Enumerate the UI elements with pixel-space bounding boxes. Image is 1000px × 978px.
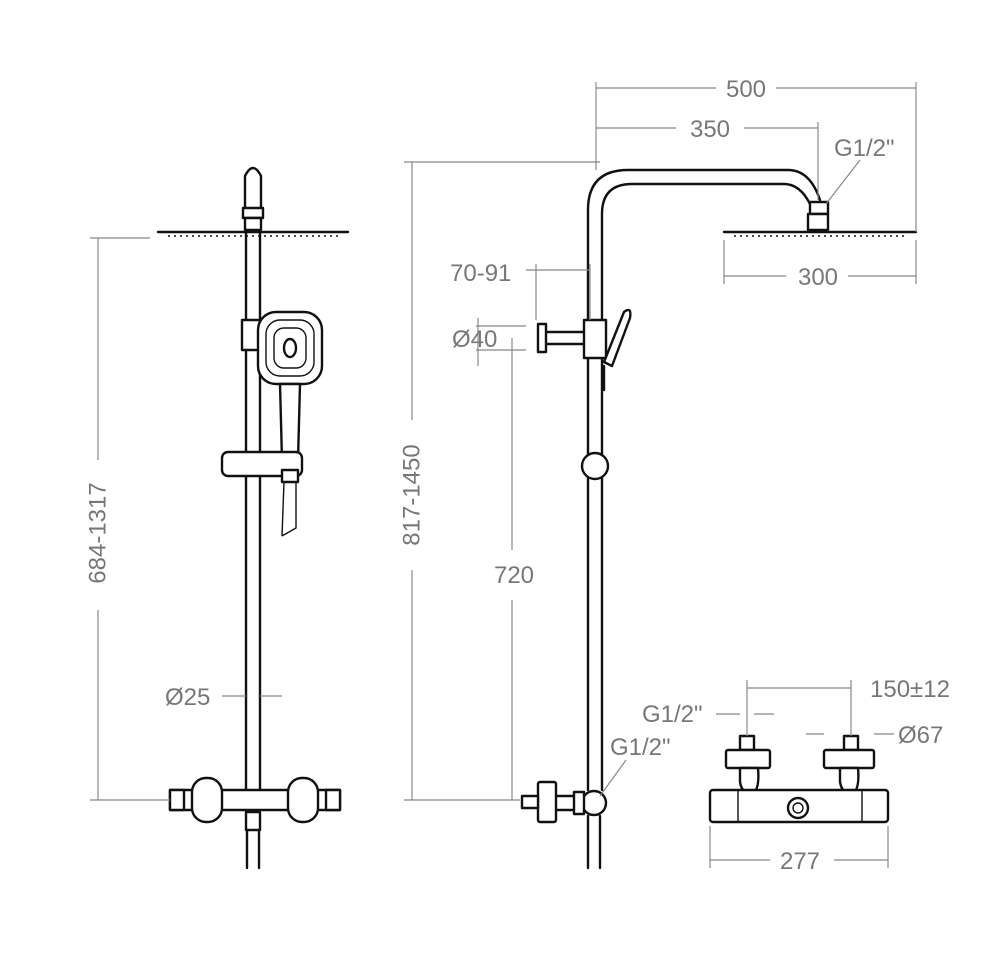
front-hand-shower-head [256,310,324,386]
side-mixer-knob [580,789,608,817]
front-mixer-end-left [168,788,186,812]
side-head-joint [806,212,830,232]
front-dim-diameter-label: Ø25 [165,684,210,711]
side-arm-outer [586,168,822,322]
front-hand-shower-ring2 [273,327,307,369]
side-dim-bracket-dia-label: Ø40 [452,326,497,353]
mixer-dim-length-label: 277 [780,848,820,875]
side-slider-knob [580,451,610,481]
side-mixer-outlet [572,790,586,816]
side-dim-350-label: 350 [690,116,730,143]
front-mixer-knob-left [190,776,224,824]
mixer-escutcheon-left [724,748,772,770]
front-top-nut [241,206,265,220]
mixer-inlet-left-nipple [738,734,756,752]
side-bracket-wallplate [536,322,548,354]
mixer-inlet-right-nipple [842,734,860,752]
front-hose [281,481,297,537]
mixer-outlet-inner [792,802,804,814]
side-dim-mixer-leader [599,759,627,797]
side-view: 500 350 G1/2" 300 70-91 Ø40 817-1450 [399,76,918,870]
mixer-view: 150±12 G1/2" Ø67 277 [642,676,950,875]
front-hand-shower-ring1 [265,319,315,377]
mixer-dim-escutcheon-label: Ø67 [898,722,943,749]
front-hand-shower-handle [278,382,302,462]
front-view: 684-1317 Ø25 [85,166,350,870]
side-bracket-clamp [582,318,608,360]
side-mixer-escutcheon [536,780,558,824]
side-dim-total-label: 817-1450 [399,444,426,545]
side-dim-offset-label: 70-91 [450,260,511,287]
side-dim-head-leader [825,159,861,205]
front-dim-height-label: 684-1317 [85,482,112,583]
side-hand-shower [602,308,632,368]
mixer-escutcheon-right [822,748,876,770]
mixer-outlet-port [786,796,810,820]
front-mixer-knob-right [286,776,320,824]
front-hose-nut [280,468,300,484]
front-hand-shower-center [282,337,298,359]
side-arm-inner [600,182,812,322]
side-dim-mixer-thread-label: G1/2" [610,734,671,761]
side-dim-300-label: 300 [798,264,838,291]
side-dim-head-thread-label: G1/2" [834,135,895,162]
side-dim-720-label: 720 [494,562,534,589]
side-dim-500-label: 500 [726,76,766,103]
front-mixer-end-right [324,788,342,812]
side-mixer-inlet [520,794,540,810]
front-mixer-outlet [244,810,262,832]
mixer-dim-spacing-label: 150±12 [870,676,950,703]
front-top-cap [243,166,263,210]
mixer-dim-thread-label: G1/2" [642,701,703,728]
side-head-nut [808,200,830,216]
front-arm-joint [243,216,263,232]
